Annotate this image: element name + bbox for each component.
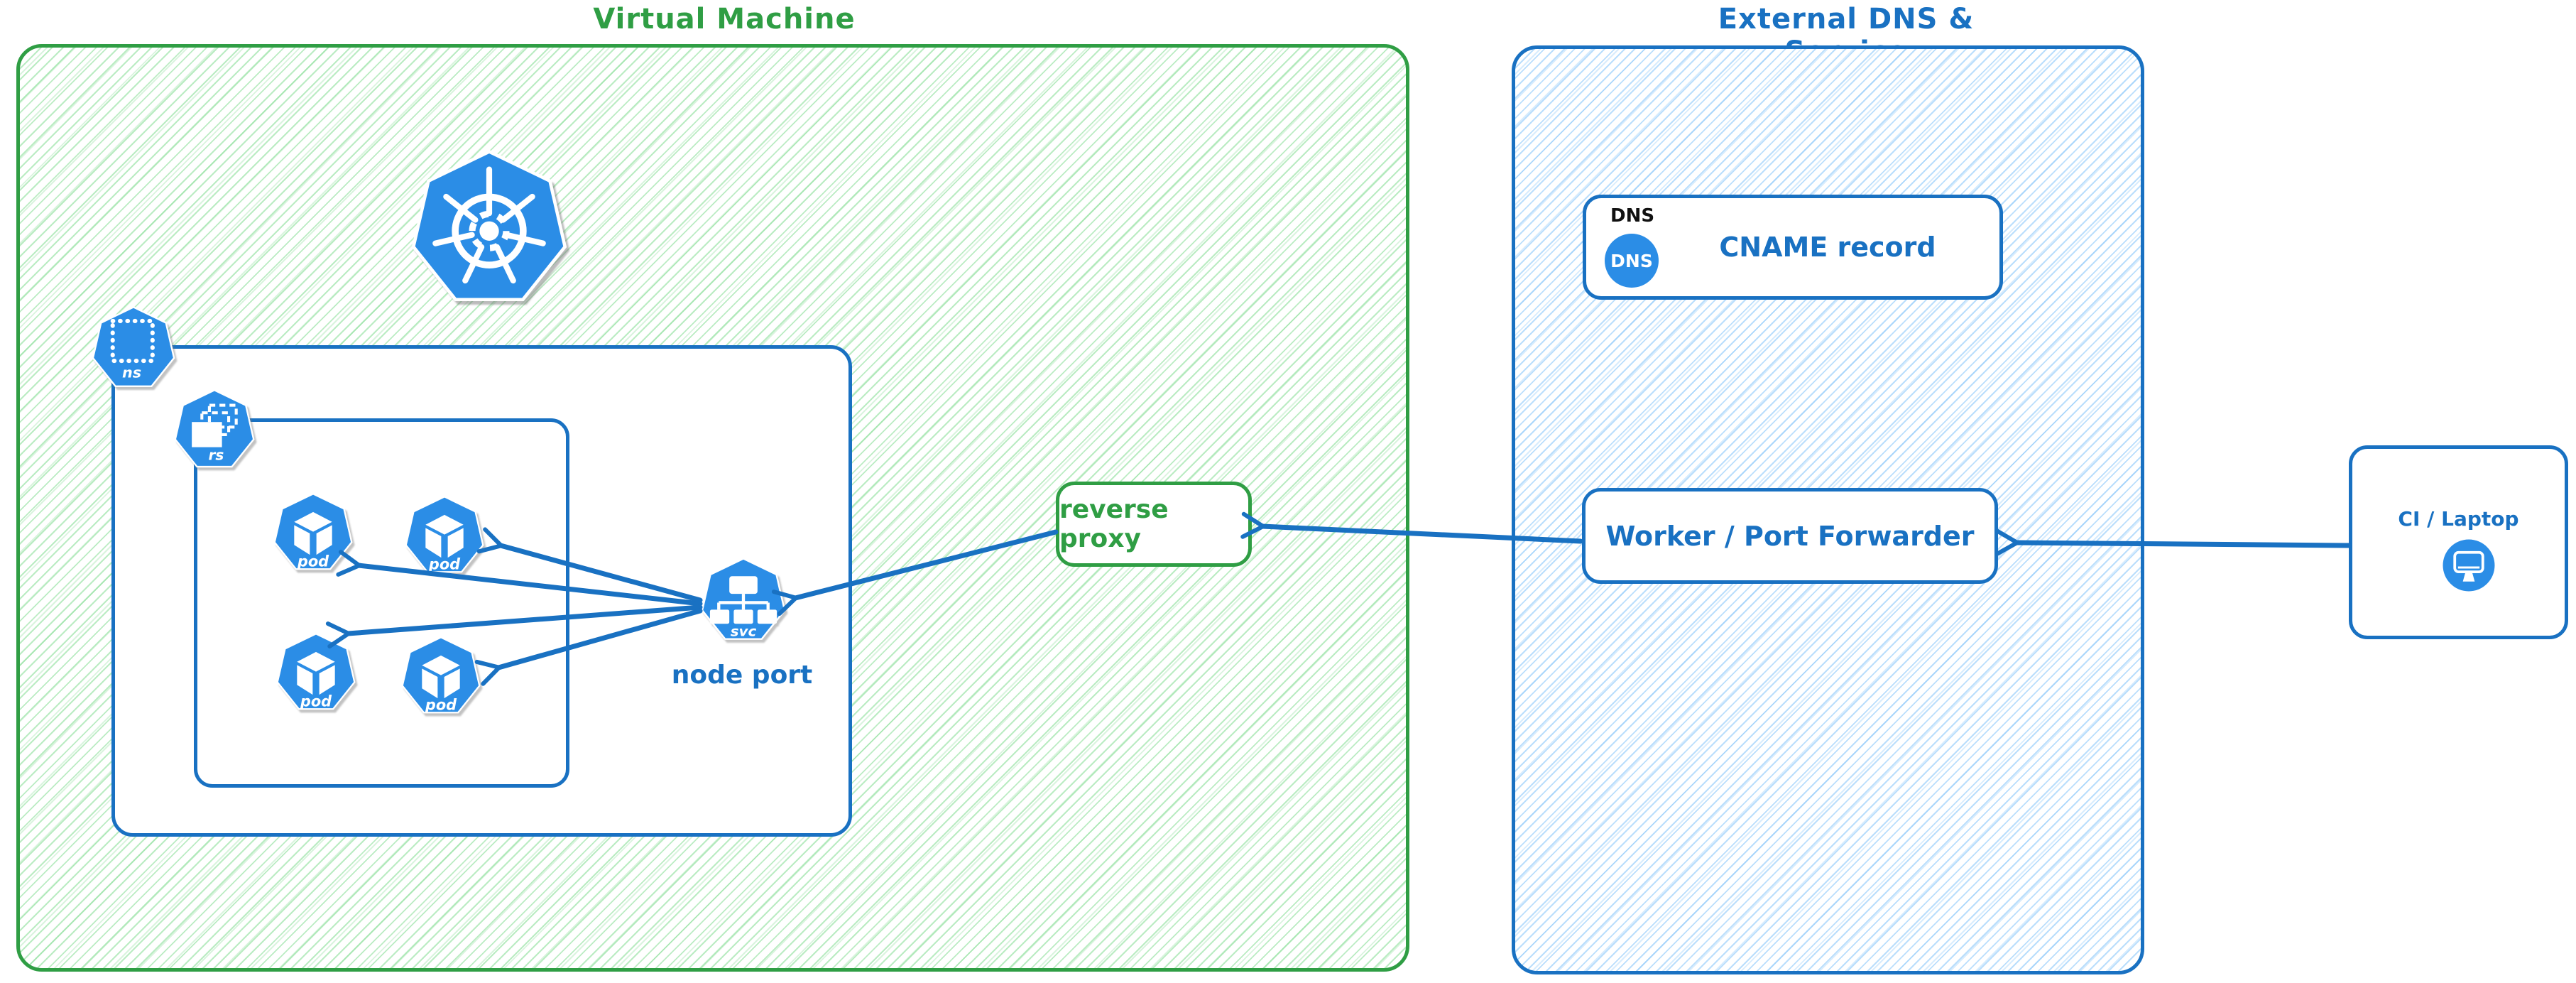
namespace-icon-label: ns (122, 364, 141, 381)
namespace-icon: ns (92, 306, 175, 388)
pod-icon-label: pod (428, 555, 461, 572)
ci-laptop-label: CI / Laptop (2398, 507, 2519, 531)
reverse-proxy-node: reverse proxy (1056, 482, 1252, 567)
cname-record-label: CNAME record (1719, 232, 1936, 263)
worker-port-forwarder-node: Worker / Port Forwarder (1582, 488, 1998, 584)
dns-icon-label: DNS (1610, 250, 1653, 271)
reverse-proxy-label: reverse proxy (1059, 495, 1169, 553)
node-port-label: node port (671, 661, 813, 690)
replicaset-icon-label: rs (208, 446, 224, 463)
kubernetes-logo-icon (411, 150, 567, 302)
replicaset-box (194, 418, 569, 788)
pod-icon-label: pod (300, 693, 332, 710)
pod-icon-label: pod (297, 553, 329, 570)
dns-tag-label: DNS (1610, 205, 1655, 227)
dns-icon: DNS (1605, 234, 1659, 288)
service-icon: svc (701, 558, 786, 640)
service-icon-label: svc (731, 624, 757, 640)
replicaset-icon: rs (174, 389, 255, 468)
pod-icon-label: pod (425, 696, 457, 713)
worker-port-forwarder-label: Worker / Port Forwarder (1605, 520, 1975, 552)
pod-icon: pod (401, 636, 481, 713)
monitor-icon (2443, 539, 2495, 592)
cname-record-node: DNS DNS CNAME record (1583, 195, 2003, 300)
pod-icon: pod (273, 493, 353, 570)
pod-icon: pod (276, 633, 356, 710)
vm-title: Virtual Machine (593, 3, 856, 36)
pod-icon: pod (405, 496, 484, 572)
ci-laptop-node: CI / Laptop (2349, 445, 2568, 639)
